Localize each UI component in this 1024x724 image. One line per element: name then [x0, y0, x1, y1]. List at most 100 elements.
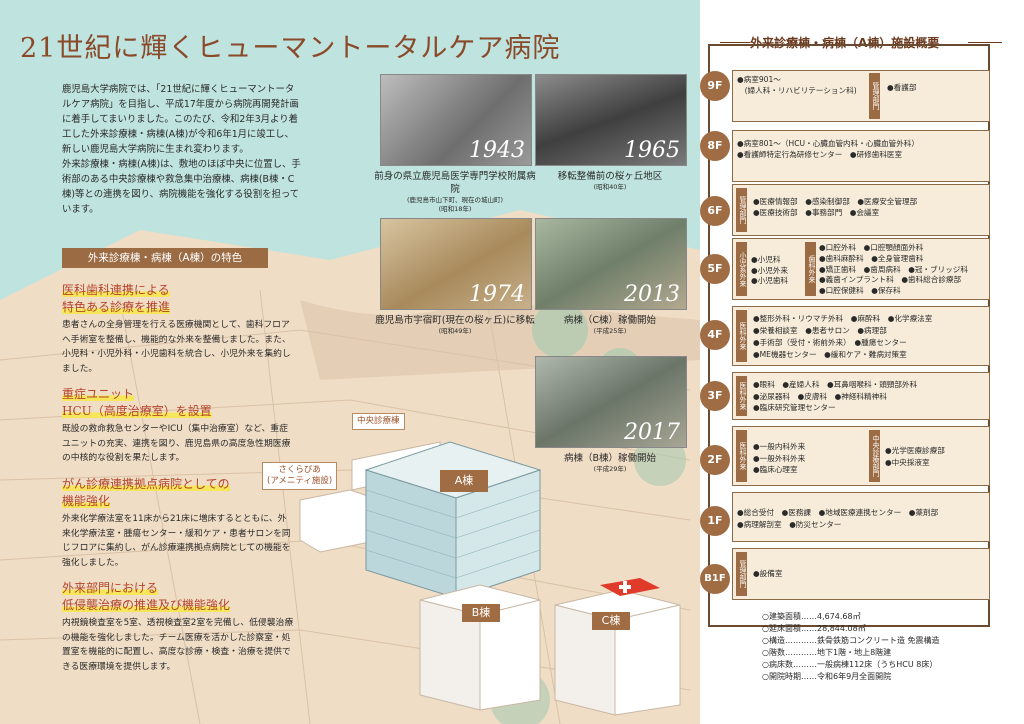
floor-item: ●一般外科外来 — [753, 453, 806, 463]
floor-item: ●眼科 ●産婦人科 ●耳鼻咽喉科・頭頸部外科 — [753, 380, 918, 389]
building-a-label: A棟 — [440, 470, 488, 492]
floor-item: ●泌尿器科 ●皮膚科 ●神経科精神科 — [753, 391, 887, 401]
heading-line: 特色ある診療を推進 — [62, 300, 171, 314]
floor-number-8f: 8F — [700, 131, 730, 161]
floor-number-b1f: B1F — [700, 564, 730, 594]
dept-admin: 管理部門 — [736, 552, 747, 596]
floor-item: ●栄養相談室 ●患者サロン ●病理部 — [753, 326, 887, 335]
spec-floors: ○階数…………地下1階・地上8階建 — [762, 648, 892, 657]
photo-caption-1943: 前身の県立鹿児島医学専門学校附属病院 (鹿児島市山下町、現在の城山町) (昭和1… — [370, 170, 540, 214]
feature-dental-medical: 医科歯科連携による特色ある診療を推進 患者さんの全身管理を行える医療機関として、… — [62, 282, 294, 376]
floor-4f: 医科外来 ●整形外科・リウマチ外科 ●麻酔科 ●化学療法室●栄養相談室 ●患者サ… — [732, 306, 990, 366]
building-c-label: C棟 — [592, 612, 630, 630]
photo-year: 1965 — [624, 138, 680, 163]
caption-era: (平成25年) — [593, 327, 627, 335]
floor-item: ●小児外来 — [751, 265, 789, 275]
feature-minimally-invasive: 外来部門における低侵襲治療の推進及び機能強化 内視鏡検査室を5室、透視検査室2室… — [62, 580, 294, 674]
central-building-label: 中央診療棟 — [352, 413, 405, 430]
title-rule-left — [720, 42, 750, 43]
floor-5f: 小児系外来 ●小児科●小児外来●小児歯科 歯科外来 ●口腔外科 ●口腔顎顔面外科… — [732, 238, 990, 300]
floor-number-2f: 2F — [700, 445, 730, 475]
amenity-label: さくらびあ (アメニティ施設) — [262, 462, 338, 490]
feature-heading: がん診療連携拠点病院としての機能強化 — [62, 476, 294, 510]
spec-beds: ○病床数………一般病棟112床（うちHCU 8床） — [762, 660, 938, 669]
photo-caption-1974: 鹿児島市宇宿町(現在の桜ヶ丘)に移転 (昭和49年) — [370, 314, 540, 336]
photo-year: 1974 — [469, 282, 525, 307]
floor-number-4f: 4F — [700, 320, 730, 350]
floor-2f-col-2: ●光学医療診療部●中央採液室 — [885, 445, 945, 468]
floor-5f-col-2: ●口腔外科 ●口腔顎顔面外科●歯科麻酔科 ●全身管理歯科●矯正歯科 ●歯周病科 … — [819, 243, 968, 297]
floor-6f-col-1: ●医療情報部 ●感染制御部 ●医療安全管理部●医療技術部 ●事務部門 ●会議室 — [753, 197, 917, 218]
floor-9f-col-2: ●看護部 — [887, 83, 916, 94]
floor-number-1f: 1F — [700, 506, 730, 536]
floor-6f: 管理部門 ●医療情報部 ●感染制御部 ●医療安全管理部●医療技術部 ●事務部門 … — [732, 184, 990, 236]
title-rule-right — [968, 42, 1002, 43]
floor-item: ●中央採液室 — [885, 457, 930, 467]
heading-line: 低侵襲治療の推進及び機能強化 — [62, 598, 231, 612]
history-photo-2013: 2013 — [535, 218, 687, 310]
caption-text: 病棟（C棟）稼働開始 — [563, 315, 657, 326]
floor-2f-col-1: ●一般内科外来●一般外科外来●臨床心理室 — [753, 441, 805, 476]
floor-item: ●医療技術部 ●事務部門 ●会議室 — [753, 207, 880, 217]
floor-9f: ●病室901～ (婦人科・リハビリテーション科) 管理部門 ●看護部 — [732, 70, 990, 122]
caption-text: 病棟（B棟）稼働開始 — [563, 453, 657, 464]
floor-1f: ●総合受付 ●医務課 ●地域医療連携センター ●薬剤部 ●病理解剖室 ●防災センタ… — [732, 492, 990, 542]
feature-cancer: がん診療連携拠点病院としての機能強化 外来化学療法室を11床から21床に増床する… — [62, 476, 294, 570]
floor-item: ●手術部（受付・術前外来） ●腫瘍センター — [753, 338, 907, 347]
floor-5f-col-1: ●小児科●小児外来●小児歯科 — [751, 255, 788, 287]
floor-item: ●ME機器センター ●緩和ケア・難病対策室 — [753, 350, 907, 359]
feature-body: 患者さんの全身管理を行える医療機関として、歯科フロアへ手術室を整備し、機能的な外… — [62, 320, 291, 374]
feature-heading: 重症ユニット HCU（高度治療室）を設置 — [62, 386, 294, 420]
caption-era: (昭和49年) — [438, 327, 472, 335]
floor-item: ●一般内科外来 — [753, 442, 806, 451]
building-b-label: B棟 — [462, 604, 500, 622]
caption-text: 前身の県立鹿児島医学専門学校附属病院 — [374, 171, 536, 195]
photo-caption-1965: 移転整備前の桜ヶ丘地区 (昭和40年) — [525, 170, 695, 192]
floor-item: ●病室901～ — [737, 75, 781, 84]
building-specs: ○建築面積……4,674.68㎡ ○延床面積……28,844.08㎡ ○構造……… — [762, 611, 940, 683]
caption-era: (昭和18年) — [438, 205, 472, 213]
spec-opening: ○開院時期……令和6年9月全面開院 — [762, 672, 892, 681]
floor-item: ●整形外科・リウマチ外科 ●麻酔科 ●化学療法室 — [753, 314, 933, 323]
spec-structure: ○構造…………鉄骨鉄筋コンクリート造 免震構造 — [762, 636, 940, 645]
floor-item: ●小児歯科 — [751, 276, 789, 285]
history-photo-1943: 1943 — [380, 74, 532, 166]
floor-8f: ●病室801～（HCU・心臓血管内科・心臓血管外科）●看護師特定行為研修センター… — [732, 130, 990, 182]
floor-item: ●総合受付 ●医務課 ●地域医療連携センター ●薬剤部 — [737, 508, 939, 517]
heading-line: 重症ユニット — [62, 387, 135, 401]
intro-paragraph-1: 鹿児島大学病院では、「21世紀に輝くヒューマントータルケア病院」を目指し、平成1… — [62, 84, 299, 155]
heading-line: 医科歯科連携による — [62, 283, 170, 297]
dept-admin: 管理部門 — [736, 188, 747, 232]
photo-year: 1943 — [469, 138, 525, 163]
caption-era: (昭和40年) — [593, 183, 627, 191]
left-panel: 21世紀に輝くヒューマントータルケア病院 鹿児島大学病院では、「21世紀に輝くヒ… — [0, 0, 700, 724]
intro-text: 鹿児島大学病院では、「21世紀に輝くヒューマントータルケア病院」を目指し、平成1… — [62, 82, 302, 217]
heading-line: HCU（高度治療室）を設置 — [62, 404, 212, 418]
dept-dental: 歯科外来 — [805, 242, 816, 296]
caption-text: 鹿児島市宇宿町(現在の桜ヶ丘)に移転 — [375, 315, 535, 326]
history-photo-1974: 1974 — [380, 218, 532, 310]
intro-paragraph-2: 外来診療棟・病棟(A棟)は、敷地のほぼ中央に位置し、手術部のある中央診療棟や救急… — [62, 159, 301, 215]
spec-floor-area: ○延床面積……28,844.08㎡ — [762, 624, 866, 633]
floor-3f: 医科外来 ●眼科 ●産婦人科 ●耳鼻咽喉科・頭頸部外科●泌尿器科 ●皮膚科 ●神… — [732, 372, 990, 420]
floor-item: ●矯正歯科 ●歯周病科 ●冠・ブリッジ科 — [819, 264, 968, 274]
floor-number-5f: 5F — [700, 254, 730, 284]
floor-item: ●口腔保健科 ●保存科 — [819, 286, 901, 296]
floor-item: ●病理解剖室 ●防災センター — [737, 519, 842, 529]
heading-line: 外来部門における — [62, 581, 159, 595]
floor-3f-col-1: ●眼科 ●産婦人科 ●耳鼻咽喉科・頭頸部外科 ●泌尿器科 ●皮膚科 ●神経科精神科… — [753, 379, 917, 414]
photo-year: 2013 — [624, 282, 680, 307]
floor-item: ●医療情報部 ●感染制御部 ●医療安全管理部 — [753, 197, 918, 206]
history-photo-1965: 1965 — [535, 74, 687, 166]
feature-body: 外来化学療法室を11床から21床に増床するとともに、外来化学療法室・腫瘍センター… — [62, 514, 291, 568]
floor-item: ●臨床研究管理センター — [753, 403, 836, 412]
page-title: 21世紀に輝くヒューマントータルケア病院 — [20, 33, 561, 64]
dept-medical-outpatient: 医科外来 — [736, 430, 747, 482]
floor-item: (婦人科・リハビリテーション科) — [737, 85, 857, 95]
photo-year: 2017 — [624, 420, 680, 445]
feature-body: 既設の救命救急センターやICU（集中治療室）など、重症ユニットの充実、連携を図り… — [62, 424, 291, 463]
feature-body: 内視鏡検査室を5室、透視検査室2室を完備し、低侵襲治療の機能を強化しました。チー… — [62, 618, 294, 672]
floor-1f-col-1: ●総合受付 ●医務課 ●地域医療連携センター ●薬剤部 ●病理解剖室 ●防災センタ… — [737, 507, 938, 530]
features-heading: 外来診療棟・病棟（A棟）の特色 — [62, 248, 268, 268]
floor-item: ●歯科麻酔科 ●全身管理歯科 — [819, 253, 924, 263]
